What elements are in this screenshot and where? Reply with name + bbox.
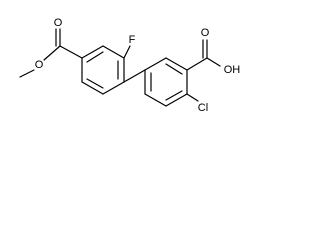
bond-acid-c-oh xyxy=(206,57,221,67)
molecule-structure-canvas: F O O O OH Cl xyxy=(19,16,241,114)
bond-c-cl xyxy=(186,93,199,102)
bond-ester-methyl xyxy=(19,69,35,78)
bond-right-ring-4 xyxy=(165,93,188,107)
atom-label-carbonyl-oxygen-left: O xyxy=(54,17,63,29)
atom-label-ester-oxygen: O xyxy=(35,59,44,71)
bond-right-ring-inner-2 xyxy=(165,90,183,101)
bond-biaryl xyxy=(123,69,146,83)
atom-label-fluorine: F xyxy=(129,34,136,46)
bond-left-ring-2 xyxy=(102,45,125,59)
bond-ring-acid-carbon xyxy=(186,57,208,71)
bond-c-f xyxy=(123,45,131,59)
bond-left-ring-1 xyxy=(81,45,104,59)
bond-left-ring-inner-3 xyxy=(86,78,104,89)
bond-left-ring-inner-1 xyxy=(86,51,104,63)
bond-left-ring-5 xyxy=(81,81,104,95)
bond-ester-c-o-single xyxy=(43,45,61,61)
bond-right-ring-2 xyxy=(165,57,188,71)
bond-left-ring-4 xyxy=(102,81,125,95)
atom-label-hydroxyl: OH xyxy=(224,64,241,76)
atom-label-chlorine: Cl xyxy=(198,102,208,114)
bond-right-ring-5 xyxy=(144,93,167,107)
atom-label-carbonyl-oxygen-right: O xyxy=(201,27,210,39)
bond-ring-ester-carbon xyxy=(59,45,83,59)
molecule-structure-diagram: F O O O OH Cl xyxy=(19,17,241,114)
bond-right-ring-1 xyxy=(144,57,167,71)
bond-right-ring-inner-1 xyxy=(165,63,183,75)
